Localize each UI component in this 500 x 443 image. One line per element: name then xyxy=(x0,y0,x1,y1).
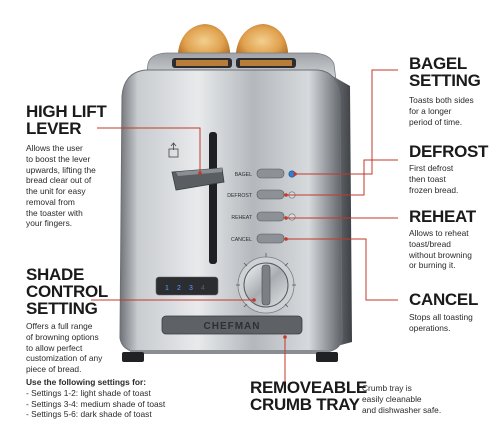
bagel-button xyxy=(256,168,285,179)
shade-description: Offers a full range of browning options … xyxy=(26,321,103,374)
high-lift-icon xyxy=(168,142,179,158)
shade-indicator-strip: 1 2 3 4 xyxy=(155,276,219,296)
crumb-tray: CHEFMAN xyxy=(161,315,303,335)
bagel-half-right xyxy=(235,24,289,62)
bagel-halves xyxy=(177,24,289,62)
toaster-foot-left xyxy=(122,352,144,362)
button-label-cancel: CANCEL xyxy=(231,237,252,243)
toaster-foot-right xyxy=(316,352,338,362)
button-label-bagel: BAGEL xyxy=(235,172,252,178)
crumb-tray-description: Crumb tray is easily cleanable and dishw… xyxy=(362,383,442,415)
high-lift-description: Allows the user to boost the lever upwar… xyxy=(26,143,96,229)
shade-number-2: 2 xyxy=(177,285,181,292)
shade-number-1: 1 xyxy=(165,285,169,292)
defrost-description: First defrost then toast frozen bread. xyxy=(409,163,459,195)
lever-slot xyxy=(209,132,217,264)
reheat-description: Allows to reheat toast/bread without bro… xyxy=(409,228,472,271)
crumb-tray-title: REMOVEABLE CRUMB TRAY xyxy=(250,378,367,414)
cancel-title: CANCEL xyxy=(409,290,479,309)
callout-line-bagel xyxy=(295,69,398,175)
toaster-body xyxy=(119,69,343,353)
bagel-title: BAGEL SETTING xyxy=(409,54,481,90)
callout-line-high-lift xyxy=(97,127,201,173)
shade-settings-list: Use the following settings for: - Settin… xyxy=(26,377,166,420)
high-lift-title: HIGH LIFT LEVER xyxy=(26,102,107,138)
callout-line-cancel xyxy=(286,238,398,301)
shade-title: SHADE CONTROL SETTING xyxy=(26,265,108,318)
cancel-button xyxy=(256,233,285,244)
cancel-description: Stops all toasting operations. xyxy=(409,312,473,333)
shade-number-3: 3 xyxy=(189,285,193,292)
reheat-indicator-light xyxy=(288,213,296,221)
callout-lines xyxy=(91,69,398,393)
defrost-button xyxy=(256,189,285,200)
bagel-description: Toasts both sides for a longer period of… xyxy=(409,95,474,127)
button-label-reheat: REHEAT xyxy=(231,215,252,221)
reheat-title: REHEAT xyxy=(409,207,476,226)
brand-logo: CHEFMAN xyxy=(204,321,261,332)
bagel-half-left xyxy=(177,24,231,62)
defrost-title: DEFROST xyxy=(409,142,489,161)
reheat-button xyxy=(256,211,285,222)
button-label-defrost: DEFROST xyxy=(227,193,253,199)
callout-line-defrost xyxy=(286,159,398,196)
control-buttons: BAGEL DEFROST REHEAT CANCEL xyxy=(227,168,296,244)
shade-dial xyxy=(236,253,296,314)
shade-number-4: 4 xyxy=(201,285,205,292)
